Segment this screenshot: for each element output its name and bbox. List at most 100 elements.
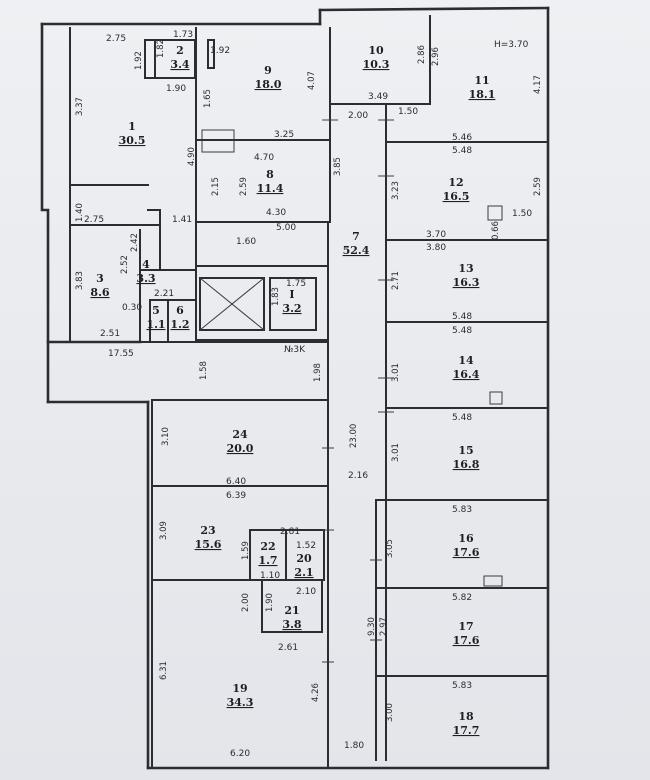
dim-label: 5.82 — [452, 593, 472, 603]
dim-label: 6.39 — [226, 491, 246, 501]
dim-label: 4.90 — [187, 147, 197, 166]
dim-label: 1.92 — [210, 46, 230, 56]
room-8-number: 8 — [266, 168, 274, 181]
room-22-number: 22 — [260, 540, 275, 553]
room-19-area: 34.3 — [227, 696, 254, 709]
room-19-number: 19 — [232, 682, 247, 695]
dim-label: 23.00 — [349, 424, 359, 448]
room-24-number: 24 — [232, 428, 248, 441]
dim-label: 3.83 — [75, 271, 85, 290]
section-label: №3K — [284, 345, 306, 355]
room-10-number: 10 — [368, 44, 384, 57]
dim-label: 2.61 — [278, 643, 298, 653]
room-6-area: 1.2 — [170, 318, 189, 331]
room-10-area: 10.3 — [363, 58, 390, 71]
dim-label: 3.01 — [391, 363, 401, 382]
room-7-area: 52.4 — [343, 244, 370, 257]
room-13-area: 16.3 — [453, 276, 480, 289]
dim-label: 2.52 — [120, 255, 130, 274]
dim-label: 9.30 — [367, 617, 377, 636]
room-4-number: 4 — [142, 258, 150, 271]
room-2-number: 2 — [176, 44, 184, 57]
room-3-number: 3 — [96, 272, 104, 285]
room-9-number: 9 — [264, 64, 272, 77]
dim-label: 1.58 — [199, 361, 209, 380]
ceiling-height-label: H=3.70 — [494, 40, 529, 50]
room-24-area: 20.0 — [227, 442, 254, 455]
room-2-area: 3.4 — [170, 58, 189, 71]
dim-label: 1.52 — [296, 541, 316, 551]
dim-label: 5.46 — [452, 133, 472, 143]
room-18-area: 17.7 — [453, 724, 480, 737]
dim-label: 3.05 — [385, 539, 395, 558]
room-14-number: 14 — [458, 354, 474, 367]
dim-label: 5.83 — [452, 681, 472, 691]
room-12-number: 12 — [448, 176, 463, 189]
dim-label: 17.55 — [108, 349, 134, 359]
room-I-number: I — [289, 288, 294, 301]
room-18-number: 18 — [458, 710, 474, 723]
dim-label: 5.48 — [452, 413, 472, 423]
dim-label: 2.15 — [211, 177, 221, 196]
room-17-number: 17 — [458, 620, 473, 633]
dim-label: 3.85 — [333, 157, 343, 176]
dim-label: 2.81 — [280, 527, 300, 537]
dim-label: 2.71 — [391, 271, 401, 290]
dim-label: 3.09 — [159, 521, 169, 540]
door-marks — [322, 119, 394, 663]
room-22-area: 1.7 — [258, 554, 277, 567]
core-walls — [139, 221, 329, 769]
dim-label: 2.59 — [533, 177, 543, 196]
room-5-number: 5 — [152, 304, 160, 317]
room-16-area: 17.6 — [453, 546, 480, 559]
room-6-number: 6 — [176, 304, 184, 317]
dim-label: 2.00 — [241, 593, 251, 612]
dim-label: 5.00 — [276, 223, 296, 233]
dim-label: 4.70 — [254, 153, 274, 163]
dim-label: 2.96 — [431, 47, 441, 66]
dim-label: 1.41 — [172, 215, 192, 225]
dim-label: 4.17 — [533, 75, 543, 94]
room-1-area: 30.5 — [119, 134, 146, 147]
room-21-number: 21 — [284, 604, 299, 617]
dim-label: 3.23 — [391, 181, 401, 200]
dim-label: 1.65 — [203, 89, 213, 108]
room-11-area: 18.1 — [469, 88, 496, 101]
room-21-area: 3.8 — [282, 618, 301, 631]
room-5-area: 1.1 — [146, 318, 165, 331]
room-4-area: 3.3 — [136, 272, 155, 285]
room-labels: 1 30.5 2 3.4 3 8.6 4 3.3 5 1.1 6 1.2 7 5… — [90, 44, 495, 737]
room-13-number: 13 — [458, 262, 473, 275]
dim-label: 1.75 — [286, 279, 306, 289]
dim-label: 6.40 — [226, 477, 246, 487]
dim-label: 2.00 — [348, 111, 368, 121]
room-20-area: 2.1 — [294, 566, 313, 579]
dim-label: 1.80 — [344, 741, 364, 751]
dim-label: 1.73 — [173, 30, 193, 40]
dim-label: 0.30 — [122, 303, 142, 313]
room-I-area: 3.2 — [282, 302, 301, 315]
room-11-number: 11 — [474, 74, 489, 87]
dimension-labels: 2.75 1.73 1.92 1.82 1.90 1.92 4.07 2.86 … — [75, 30, 543, 759]
room-23-area: 15.6 — [195, 538, 222, 551]
lower-left-walls — [151, 399, 329, 769]
dim-label: 0.66 — [491, 221, 501, 240]
dim-label: 2.42 — [130, 233, 140, 252]
dim-label: 3.49 — [368, 92, 388, 102]
room-9-area: 18.0 — [255, 78, 282, 91]
dim-label: 1.98 — [313, 363, 323, 382]
dim-label: 1.90 — [265, 593, 275, 612]
dim-label: 6.31 — [159, 661, 169, 680]
dim-label: 1.92 — [134, 51, 144, 70]
dim-label: 3.80 — [426, 243, 446, 253]
room-14-area: 16.4 — [453, 368, 480, 381]
dim-label: 1.82 — [156, 39, 166, 58]
outer-walls — [40, 6, 550, 770]
dim-label: 1.40 — [75, 203, 85, 222]
room-8-area: 11.4 — [257, 182, 284, 195]
dim-label: 3.00 — [385, 703, 395, 722]
right-block-walls — [329, 15, 549, 761]
dim-label: 3.70 — [426, 230, 446, 240]
